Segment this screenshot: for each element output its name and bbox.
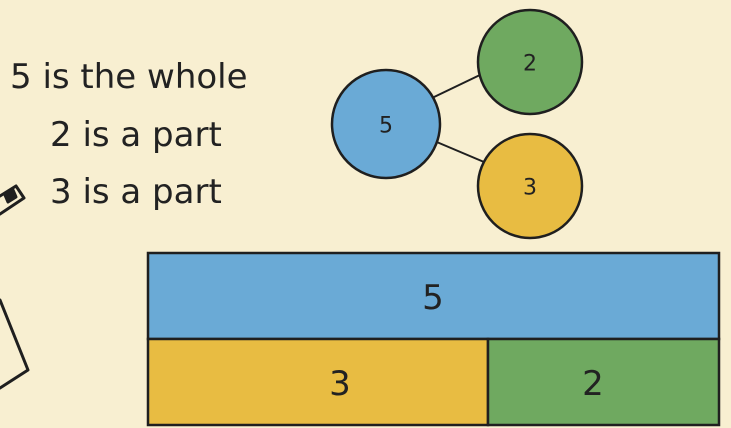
- whole-circle: [330, 68, 442, 180]
- whole-circle-label: 5: [379, 113, 393, 139]
- bar-part-right-label: 2: [582, 364, 604, 404]
- statement-part-one: 2 is a part: [50, 115, 222, 155]
- part-circle-bottom: [476, 132, 584, 240]
- bar-whole: [146, 251, 721, 341]
- part-circle-bottom-label: 3: [523, 175, 537, 201]
- statement-whole: 5 is the whole: [10, 57, 248, 97]
- bar-part-right: [486, 337, 721, 427]
- connector-line-top: [431, 73, 483, 99]
- connector-line-bottom: [431, 139, 485, 163]
- part-circle-top: [476, 8, 584, 116]
- bar-part-left: [146, 337, 490, 427]
- statement-part-two: 3 is a part: [50, 172, 222, 212]
- part-circle-top-label: 2: [523, 51, 537, 77]
- bar-part-left-label: 3: [329, 364, 351, 404]
- pencil-icon: [0, 184, 30, 390]
- bar-whole-label: 5: [422, 278, 444, 318]
